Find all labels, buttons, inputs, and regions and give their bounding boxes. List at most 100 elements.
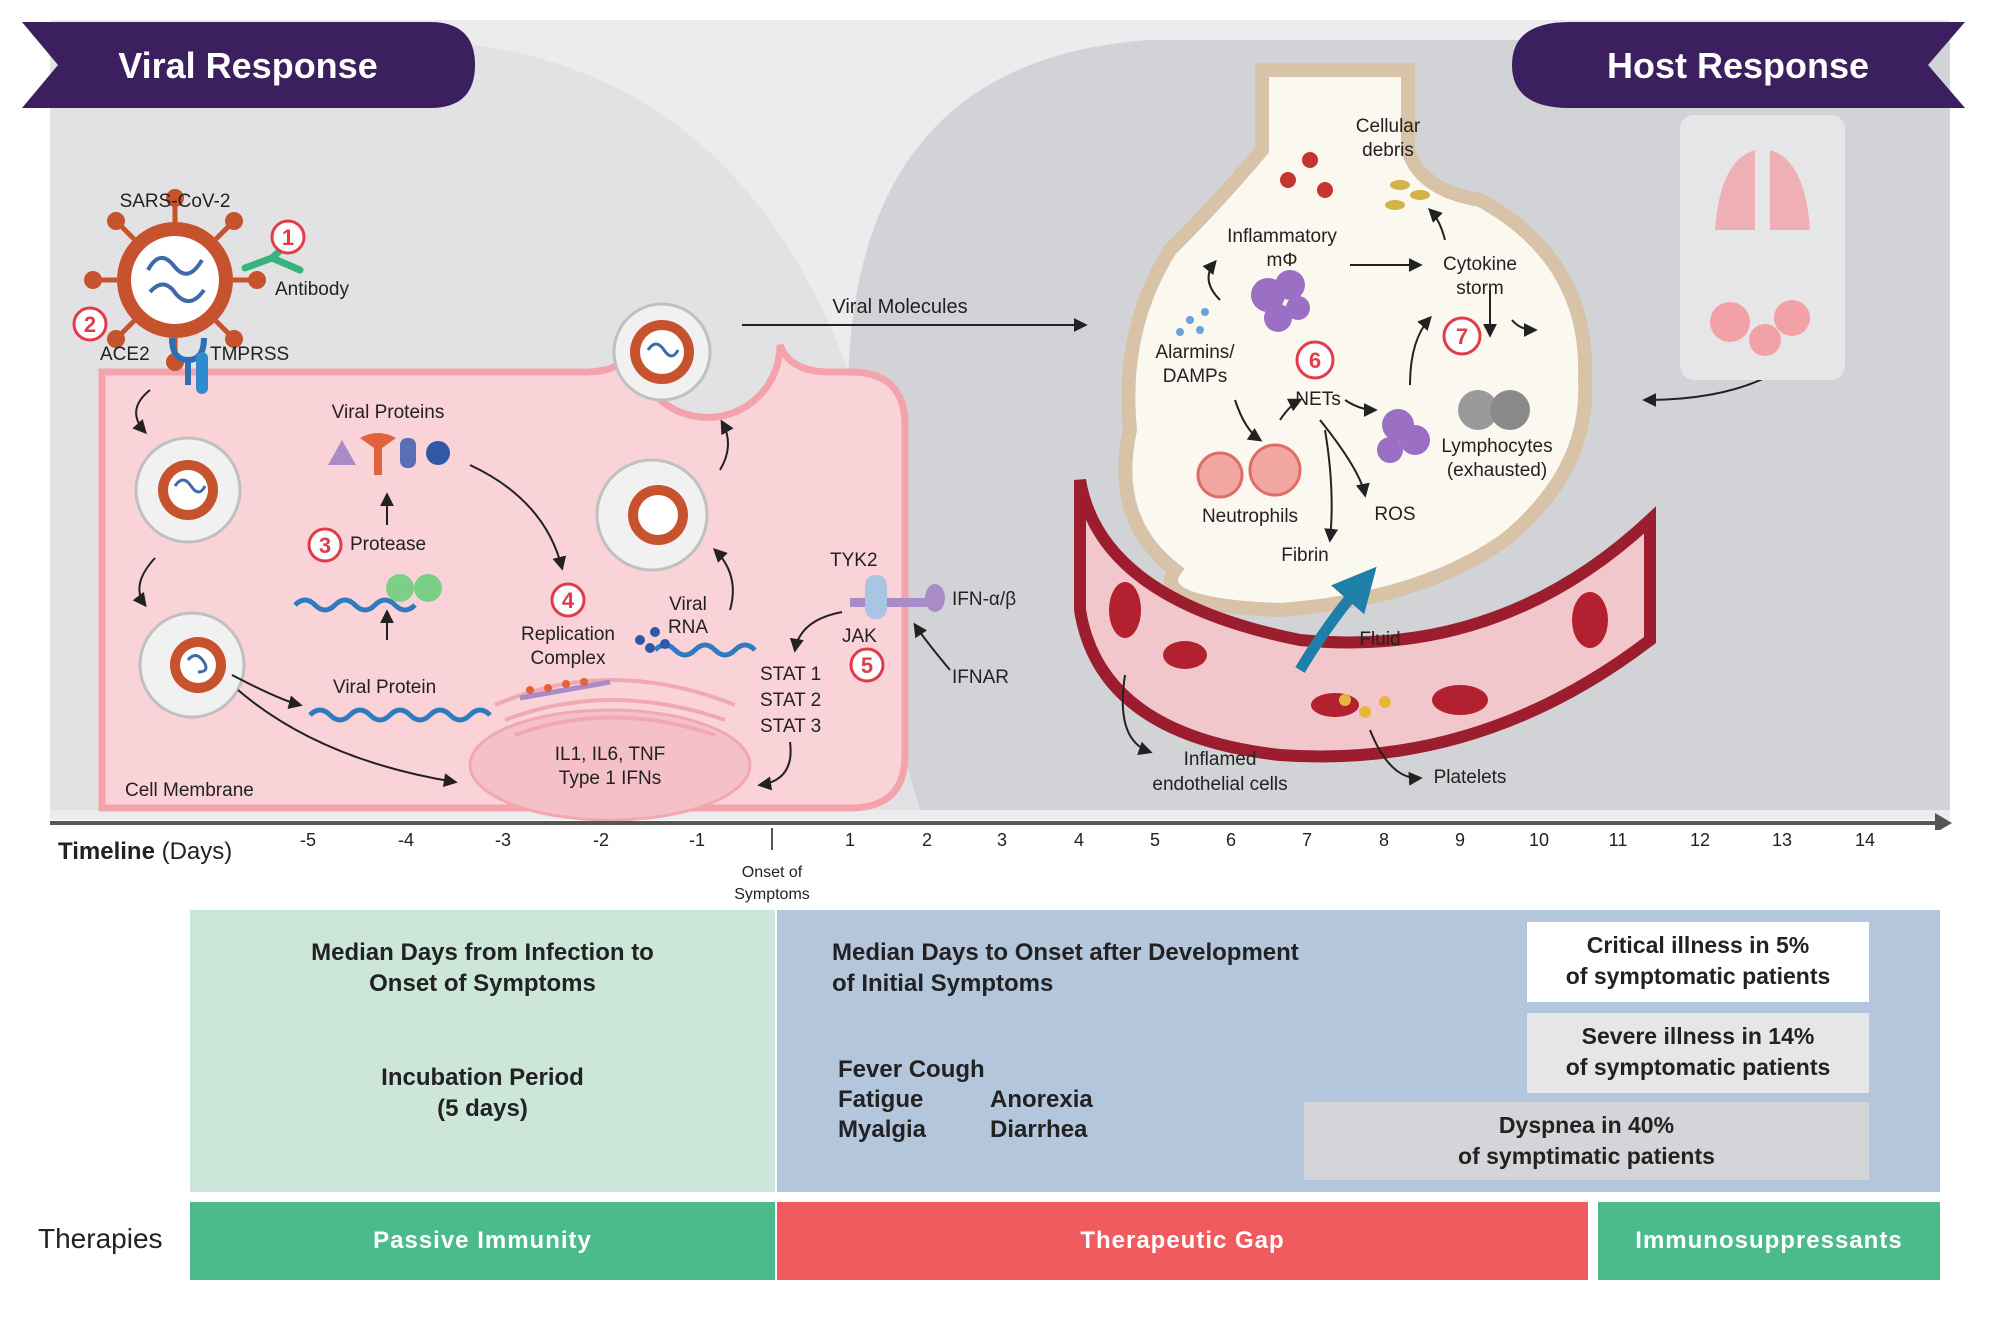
- timeline-label: Timeline (Days): [58, 838, 232, 866]
- viral-rna-dots: [635, 627, 670, 653]
- viral-flow-arrows: [132, 389, 951, 791]
- timeline-tick: -1: [688, 830, 705, 850]
- timeline-label-unit: (Days): [161, 838, 233, 865]
- cell-membrane-label: Cell Membrane: [125, 780, 254, 801]
- cytokine-label-1: Cytokine: [1443, 254, 1517, 275]
- tyk2-jak-receptor: [865, 575, 887, 619]
- critical-illness-1: Critical illness in 5%: [1586, 932, 1810, 958]
- stat2-label: STAT 2: [760, 690, 821, 711]
- incubation-title: Median Days from Infection to Onset of S…: [190, 937, 775, 999]
- dyspnea-box: Dyspnea in 40% of symptimatic patients: [1304, 1102, 1869, 1180]
- critical-illness-box: Critical illness in 5% of symptomatic pa…: [1527, 922, 1869, 1002]
- dyspnea-1: Dyspnea in 40%: [1498, 1112, 1675, 1138]
- timeline-tick: 8: [1378, 830, 1389, 850]
- symptom-onset-panel: Median Days to Onset after Development o…: [777, 910, 1940, 1192]
- fluid-arrow: [1295, 566, 1377, 673]
- inflammatory-label-1: Inflammatory: [1227, 226, 1337, 247]
- ifn-label: IFN-α/β: [952, 589, 1016, 610]
- host-response-banner: [1512, 22, 1965, 108]
- symptom-fever-cough: Fever Cough: [838, 1056, 985, 1083]
- incubation-title-2: Onset of Symptoms: [369, 970, 596, 997]
- protease-rna-strand: [293, 597, 417, 613]
- cellular-debris-label-2: debris: [1362, 140, 1414, 161]
- onset-marker: [771, 828, 773, 850]
- timeline-tick: -2: [592, 830, 609, 850]
- timeline-tick: 10: [1528, 830, 1550, 850]
- timeline-tick: 4: [1073, 830, 1084, 850]
- alarmins-label-1: Alarmins/: [1155, 342, 1235, 363]
- endosome-virus-2: [138, 611, 246, 719]
- timeline-tick: -4: [397, 830, 414, 850]
- timeline-axis-arrowhead: [1935, 813, 1952, 830]
- inflamed-label-2: endothelial cells: [1152, 774, 1287, 795]
- viral-response-title: Viral Response: [118, 45, 377, 86]
- symptom-onset-title-1: Median Days to Onset after Development: [832, 939, 1299, 966]
- step-5-marker: 5: [849, 647, 885, 683]
- incubation-period-1: Incubation Period: [381, 1064, 584, 1091]
- timeline-tick: -5: [299, 830, 316, 850]
- replication-label-1: Replication: [521, 624, 615, 645]
- endoplasmic-reticulum: [494, 678, 736, 737]
- lymphocytes-label-1: Lymphocytes: [1441, 436, 1552, 457]
- ace2-label: ACE2: [100, 344, 150, 365]
- symptom-fatigue: Fatigue: [838, 1086, 924, 1113]
- macrophage-2: [1377, 409, 1430, 463]
- incubation-panel: Median Days from Infection to Onset of S…: [190, 910, 775, 1192]
- stat1-label: STAT 1: [760, 664, 821, 685]
- step-3-marker: 3: [307, 527, 343, 563]
- onset-label: Onset of Symptoms: [712, 862, 832, 906]
- ifnar-receptor: [850, 598, 940, 607]
- protease-enzyme: [386, 574, 442, 602]
- ifn-ligand: [925, 584, 945, 612]
- svg-text:5: 5: [861, 653, 873, 678]
- svg-text:4: 4: [562, 588, 575, 613]
- viral-rna-label-2: RNA: [668, 617, 708, 638]
- viral-protein-strand: [308, 707, 492, 723]
- svg-text:7: 7: [1456, 324, 1468, 349]
- timeline-tick: 3: [996, 830, 1007, 850]
- nets-label: NETs: [1295, 389, 1340, 410]
- nucleus-label-1: IL1, IL6, TNF: [555, 744, 666, 765]
- inflammatory-label-2: mΦ: [1267, 250, 1298, 271]
- protease-label: Protease: [350, 534, 426, 555]
- timeline-tick: 6: [1225, 830, 1236, 850]
- alarmins-label-2: DAMPs: [1163, 366, 1227, 387]
- viral-protein-label: Viral Protein: [333, 677, 436, 698]
- platelets-cluster: [1339, 694, 1391, 718]
- pathogenesis-diagram: Viral Response Host Response SARS-CoV-2 …: [22, 20, 1965, 830]
- viral-molecules-label: Viral Molecules: [832, 296, 967, 318]
- budding-virus: [612, 302, 712, 402]
- critical-illness-2: of symptomatic patients: [1565, 963, 1831, 989]
- lymphocytes-label-2: (exhausted): [1447, 460, 1547, 481]
- cytokine-label-2: storm: [1456, 278, 1504, 299]
- endosome-virus-1: [134, 436, 242, 544]
- severe-illness-box: Severe illness in 14% of symptomatic pat…: [1527, 1013, 1869, 1093]
- lymphocytes: [1458, 390, 1530, 430]
- timeline-tick: 2: [921, 830, 932, 850]
- step-4-marker: 4: [550, 582, 586, 618]
- step-1-marker: 1: [270, 219, 306, 255]
- sars-cov-2-virus: [84, 189, 266, 371]
- step-7-marker: 7: [1442, 316, 1482, 356]
- step-6-marker: 6: [1295, 340, 1335, 380]
- nucleus: [468, 708, 752, 822]
- therapies-label: Therapies: [38, 1223, 163, 1254]
- neutrophils-cells: [1196, 443, 1302, 499]
- symptom-onset-title: Median Days to Onset after Development o…: [832, 937, 1299, 999]
- virus-label: SARS-CoV-2: [120, 191, 231, 212]
- replication-complex: [519, 679, 611, 701]
- timeline-tick: 5: [1149, 830, 1160, 850]
- onset-label-1: Onset of: [741, 864, 803, 881]
- immunosuppressants-bar: Immunosuppressants: [1598, 1202, 1940, 1280]
- timeline-tick: 14: [1854, 830, 1876, 850]
- stat3-label: STAT 3: [760, 716, 821, 737]
- therapeutic-gap-bar: Therapeutic Gap: [777, 1202, 1588, 1280]
- dyspnea-2: of symptimatic patients: [1458, 1143, 1715, 1169]
- replication-complex-dots: [526, 678, 588, 694]
- timeline-tick: 7: [1301, 830, 1312, 850]
- ros-label: ROS: [1374, 504, 1415, 525]
- platelets-label: Platelets: [1434, 767, 1507, 788]
- ifnar-label: IFNAR: [952, 667, 1009, 688]
- viral-rna-label-1: Viral: [669, 594, 707, 615]
- viral-particles: [1280, 152, 1333, 198]
